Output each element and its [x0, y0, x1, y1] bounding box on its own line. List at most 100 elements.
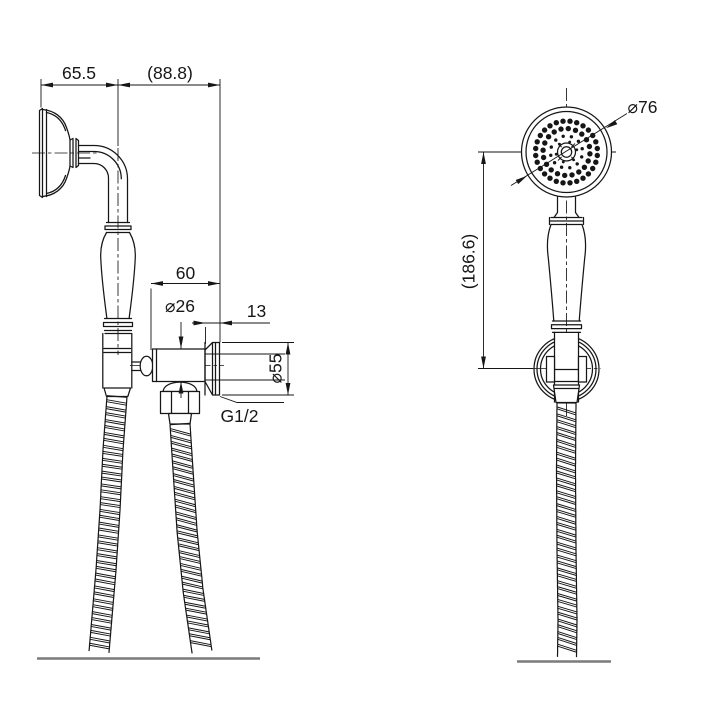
hose-rib — [93, 593, 114, 598]
hose-rib — [186, 616, 208, 622]
handle-lower-collar — [102, 317, 134, 335]
hose-rib — [170, 440, 192, 448]
dim-line-60 — [150, 283, 220, 350]
hose-rib — [96, 560, 117, 565]
hose-rib — [557, 626, 577, 634]
hose-rib — [556, 464, 576, 472]
hose-rib — [189, 633, 211, 639]
hose-rib — [173, 473, 194, 480]
hose-rib — [557, 643, 577, 651]
nozzle-dot — [547, 123, 553, 129]
hose-rib — [556, 503, 576, 510]
nozzle-dot — [540, 154, 547, 161]
hose-rib — [188, 627, 210, 633]
hose-rib — [556, 470, 576, 478]
hose-rib — [175, 504, 196, 512]
nozzle-dot — [574, 178, 580, 184]
hose-rib — [181, 577, 203, 584]
hose-rib — [101, 478, 122, 483]
dim-overall-height: (186.6) — [459, 152, 533, 369]
nozzle-dot — [553, 120, 559, 126]
dim-flange-thickness-text: 13 — [247, 301, 266, 321]
hose-rib — [171, 453, 193, 461]
hose-rib — [556, 505, 576, 512]
nozzle-dots — [533, 118, 600, 186]
hose-rib — [104, 431, 125, 437]
hose-rib — [96, 565, 117, 571]
bracket-clamp-crossbars — [553, 368, 580, 383]
hose-rib — [94, 580, 115, 586]
arrowhead — [178, 336, 184, 349]
handshower-side — [38, 107, 136, 398]
hose-rib — [556, 536, 577, 544]
hose-rib — [105, 412, 126, 417]
hose-rib — [93, 598, 114, 603]
hose-rib — [556, 466, 576, 474]
hose-rib — [171, 449, 193, 457]
nozzle-dot — [576, 169, 582, 175]
nozzle-dot — [590, 165, 596, 172]
hose-rib — [105, 419, 126, 424]
elbow-body — [151, 348, 206, 383]
hose-rib — [97, 542, 118, 547]
hose-rib — [182, 588, 204, 594]
hose-rib — [190, 640, 212, 646]
thread-leader-line — [219, 396, 284, 403]
arrowhead — [106, 82, 118, 88]
hose-rib — [92, 604, 113, 609]
hose-rib — [95, 572, 116, 578]
hose-rib — [94, 585, 115, 591]
hose-rib — [98, 529, 119, 534]
hose-rib — [557, 588, 577, 595]
hose-rib — [102, 457, 123, 462]
hose-rib — [557, 633, 577, 641]
neck-elbow-mid-line — [77, 150, 122, 180]
hose-rib — [106, 406, 127, 411]
nozzle-dot — [553, 178, 559, 184]
hose-rib — [98, 523, 119, 528]
side-view: 65.5 (88.8) 60 ⌀26 13 — [32, 63, 294, 426]
hose-rib — [92, 606, 113, 611]
hose-rib — [557, 586, 577, 593]
hose-rib — [556, 438, 576, 446]
nozzle-dot — [551, 129, 557, 135]
nozzle-dot — [541, 171, 548, 177]
hose-rib — [557, 573, 577, 580]
nozzle-dot — [540, 147, 546, 153]
dim-flange-diameter: ⌀55 — [222, 342, 294, 396]
hose-rib — [556, 485, 576, 493]
hose-rib — [174, 500, 196, 508]
hose-rib — [556, 408, 577, 416]
hose-rib — [557, 613, 578, 621]
dim-flange-diameter-text: ⌀55 — [266, 353, 286, 383]
nozzle-dot — [569, 135, 574, 139]
dim-head-diameter: ⌀76 — [510, 97, 658, 186]
nozzle-dot — [548, 167, 554, 173]
hose-rib — [170, 430, 191, 437]
hose-rib — [92, 611, 113, 616]
hose-rib — [557, 638, 577, 646]
nozzle-dot — [549, 153, 553, 157]
hose-rib — [188, 629, 210, 635]
hose-rib — [89, 638, 110, 644]
hose-rib — [102, 450, 123, 455]
hose-rib — [96, 553, 117, 558]
hose-end-cap — [106, 395, 128, 398]
nozzle-dot — [560, 180, 566, 186]
hose-rib — [556, 534, 577, 542]
hose-rib — [557, 567, 577, 574]
dim-line-186 — [478, 152, 533, 369]
hose-rib — [97, 540, 118, 545]
nozzle-dot — [562, 172, 568, 179]
arrowhead — [193, 320, 206, 326]
neck-front — [553, 196, 580, 219]
hose-rib — [176, 517, 197, 524]
handle-body — [100, 231, 136, 320]
hose-rib — [100, 496, 121, 501]
hose-rib — [98, 527, 119, 532]
hose-rib — [556, 541, 577, 549]
nozzle-dot — [567, 180, 573, 186]
dim-body-diameter-text: ⌀26 — [165, 296, 195, 316]
nozzle-dot — [534, 159, 540, 165]
